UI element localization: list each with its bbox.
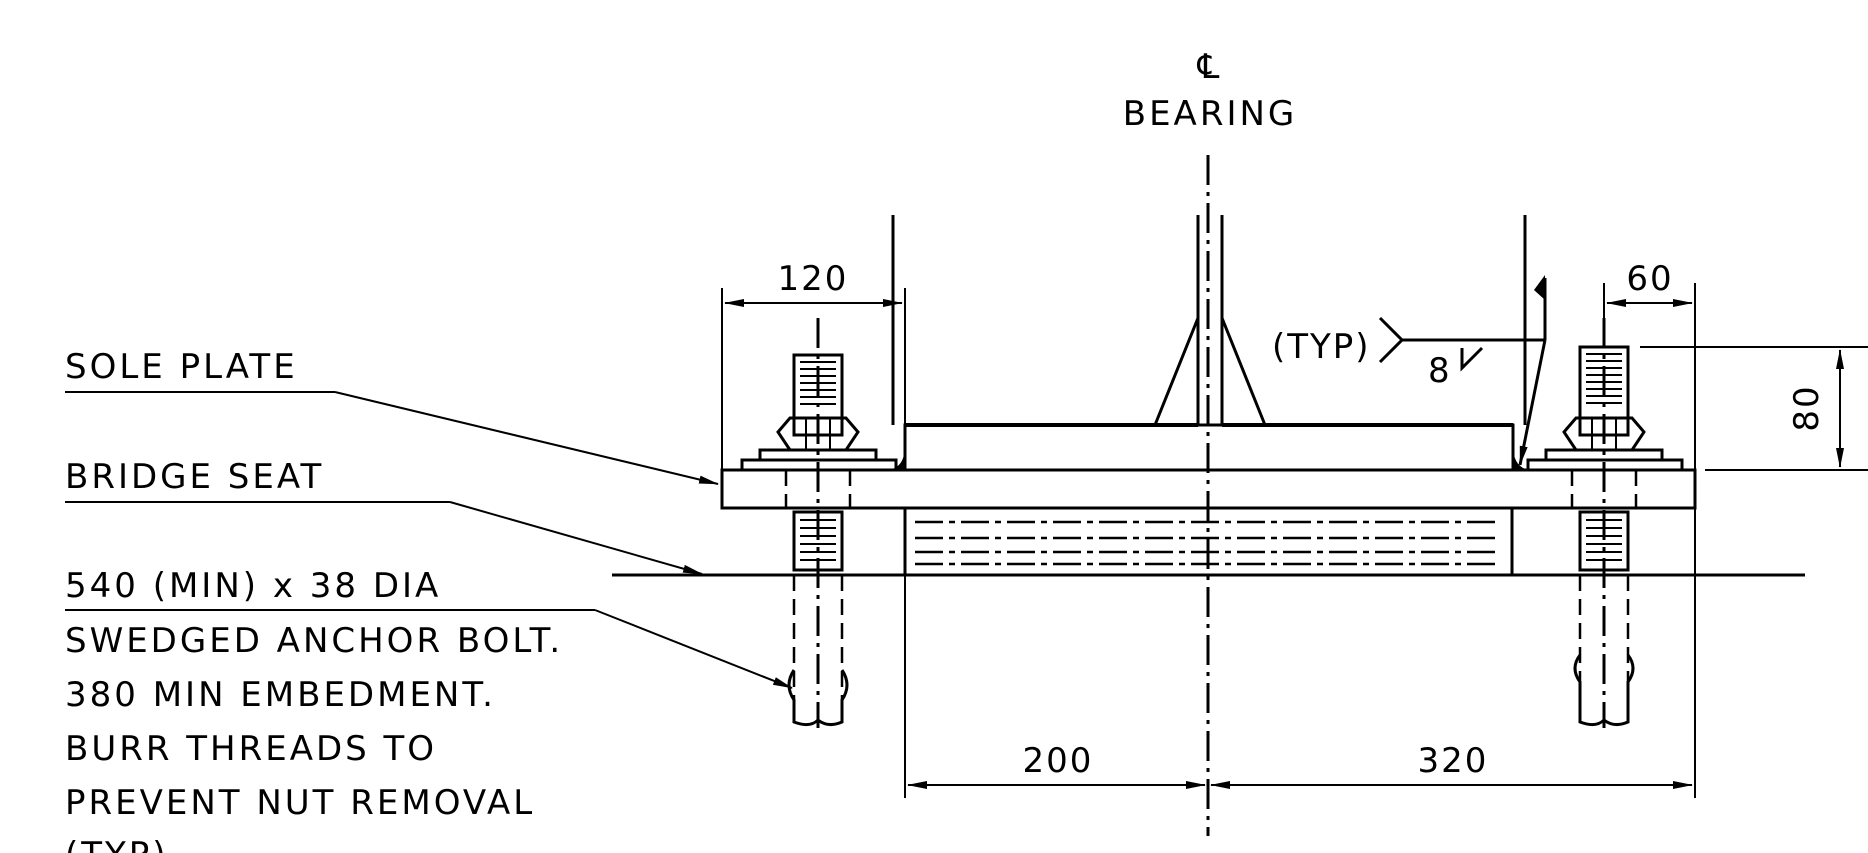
callout-anchor-bolt: 540 (MIN) x 38 DIA SWEDGED ANCHOR BOLT. … bbox=[65, 566, 793, 853]
anchor-bolt-line-4: BURR THREADS TO bbox=[65, 729, 437, 769]
callout-bridge-seat: BRIDGE SEAT bbox=[65, 457, 703, 575]
callout-bridge-seat-text: BRIDGE SEAT bbox=[65, 457, 324, 497]
centerline-label: BEARING bbox=[1123, 94, 1298, 134]
centerline-group: ℄ BEARING bbox=[1123, 47, 1298, 836]
dim-120: 120 bbox=[721, 259, 906, 470]
dim-120-text: 120 bbox=[778, 259, 849, 299]
centerline-symbol: ℄ bbox=[1197, 47, 1223, 87]
dim-320-text: 320 bbox=[1418, 741, 1489, 781]
anchor-bolt-line-6: (TYP) bbox=[65, 835, 169, 853]
girder-section bbox=[888, 215, 1530, 472]
anchor-bolt-line-2: SWEDGED ANCHOR BOLT. bbox=[65, 621, 563, 661]
dim-60: 60 bbox=[1603, 259, 1696, 470]
anchor-bolt-line-1: 540 (MIN) x 38 DIA bbox=[65, 566, 441, 606]
callout-sole-plate-text: SOLE PLATE bbox=[65, 347, 298, 387]
bearing-pad bbox=[903, 508, 1514, 575]
weld-symbol: (TYP) 8 bbox=[1272, 275, 1547, 466]
weld-note: (TYP) bbox=[1272, 327, 1371, 367]
anchor-bolt-line-3: 380 MIN EMBEDMENT. bbox=[65, 675, 496, 715]
dim-80: 80 bbox=[1640, 346, 1868, 471]
right-anchor-bolt bbox=[1526, 318, 1684, 728]
anchor-bolt-line-5: PREVENT NUT REMOVAL bbox=[65, 783, 535, 823]
dim-60-text: 60 bbox=[1626, 259, 1673, 299]
dim-200-text: 200 bbox=[1023, 741, 1094, 781]
left-anchor-bolt bbox=[740, 318, 898, 728]
dim-bottom: 200 320 bbox=[904, 508, 1696, 798]
dim-80-text: 80 bbox=[1787, 384, 1827, 431]
callout-sole-plate: SOLE PLATE bbox=[65, 347, 719, 485]
weld-size: 8 bbox=[1428, 351, 1452, 391]
